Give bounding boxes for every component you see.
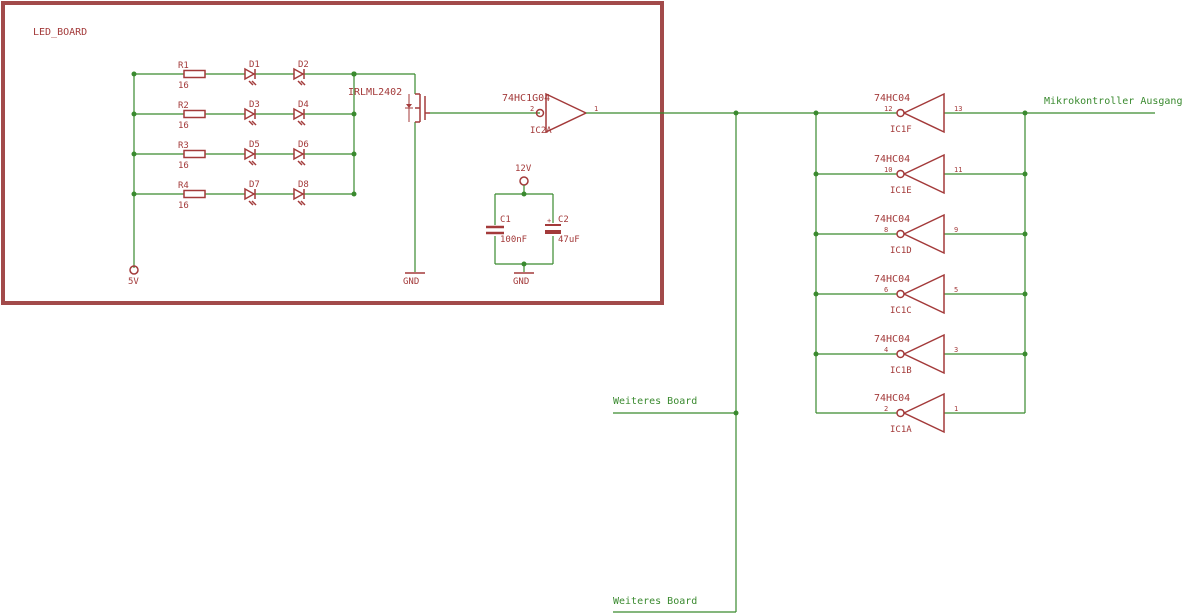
inverter-part: 74HC04 (874, 214, 910, 225)
diode-label: D8 (298, 180, 309, 190)
ic2a-pin-in: 2 (530, 105, 534, 113)
inverter-part: 74HC04 (874, 334, 910, 345)
inverter-ref: IC1A (890, 425, 912, 435)
svg-text:+: + (547, 217, 551, 225)
diode-label: D7 (249, 180, 260, 190)
inverter-pin-out: 1 (954, 405, 958, 413)
inverter-ic2a: 74HC1G04 IC2A 2 1 (502, 92, 598, 136)
inverter-pin-in: 8 (884, 226, 888, 234)
resistor-name: R3 (178, 141, 189, 151)
resistor-name: R1 (178, 61, 189, 71)
resistor-name: R2 (178, 101, 189, 111)
inverter-pin-in: 6 (884, 286, 888, 294)
diode-label: D4 (298, 100, 309, 110)
led-row: R1 16 D1 D2 (131, 60, 357, 91)
resistor-value: 16 (178, 81, 189, 91)
c1-value: 100nF (500, 235, 527, 245)
resistor-value: 16 (178, 201, 189, 211)
inverter-ref: IC1C (890, 306, 912, 316)
ic2a-pin-out: 1 (594, 105, 598, 113)
inverter-part: 74HC04 (874, 393, 910, 404)
main-bus: Mikrokontroller Ausgang Weiteres Board W… (586, 96, 1182, 613)
inverter-ref: IC1F (890, 125, 912, 135)
gnd-mosfet: GND (403, 272, 425, 287)
led-diode: D7 (244, 180, 260, 206)
diode-label: D6 (298, 140, 309, 150)
capacitor-c1: C1 100nF (486, 215, 527, 245)
inverter-ref: IC1E (890, 186, 912, 196)
led-diode: D8 (293, 180, 309, 206)
gnd-mosfet-label: GND (403, 277, 419, 287)
led-diode: D4 (293, 100, 309, 126)
inverter-pin-out: 11 (954, 166, 962, 174)
capacitor-block: 12V C1 100nF + C2 47uF GND (486, 164, 580, 287)
led-diode: D1 (244, 60, 260, 86)
resistor-value: 16 (178, 121, 189, 131)
led-board-frame (1, 1, 664, 305)
led-board-label: LED_BOARD (33, 27, 87, 38)
inverter-pin-out: 3 (954, 346, 958, 354)
supply-5v: 5V (128, 265, 139, 287)
led-diode: D5 (244, 140, 260, 166)
inverter-pin-out: 13 (954, 105, 962, 113)
diode-label: D2 (298, 60, 309, 70)
supply-12v-label: 12V (515, 164, 532, 174)
capacitor-c2: + C2 47uF (545, 215, 580, 245)
led-diode: D2 (293, 60, 309, 86)
ic2a-ref: IC2A (530, 126, 552, 136)
c1-name: C1 (500, 215, 511, 225)
mosfet-irlml2402: IRLML2402 (348, 73, 540, 272)
resistor: R4 16 (178, 181, 206, 211)
c2-name: C2 (558, 215, 569, 225)
supply-5v-label: 5V (128, 277, 139, 287)
net-further-board-2: Weiteres Board (613, 596, 697, 607)
inverter-part: 74HC04 (874, 154, 910, 165)
diode-label: D1 (249, 60, 260, 70)
inverter-pin-out: 9 (954, 226, 958, 234)
inverter-ref: IC1B (890, 366, 912, 376)
resistor-name: R4 (178, 181, 189, 191)
diode-label: D3 (249, 100, 260, 110)
resistor: R3 16 (178, 141, 206, 171)
resistor: R2 16 (178, 101, 206, 131)
mosfet-label: IRLML2402 (348, 87, 402, 98)
inverter-pin-in: 12 (884, 105, 892, 113)
ic2a-part: 74HC1G04 (502, 93, 550, 104)
resistor: R1 16 (178, 61, 206, 91)
c2-value: 47uF (558, 235, 580, 245)
inverter-pin-out: 5 (954, 286, 958, 294)
inverter-pin-in: 2 (884, 405, 888, 413)
inverter-part: 74HC04 (874, 274, 910, 285)
led-diode: D6 (293, 140, 309, 166)
net-mcu-output: Mikrokontroller Ausgang (1044, 96, 1182, 107)
inverter-ref: IC1D (890, 246, 912, 256)
net-further-board-1: Weiteres Board (613, 396, 697, 407)
gnd-cap-label: GND (513, 277, 529, 287)
inverter-pin-in: 4 (884, 346, 888, 354)
inverter-pin-in: 10 (884, 166, 892, 174)
diode-label: D5 (249, 140, 260, 150)
inverter-part: 74HC04 (874, 93, 910, 104)
resistor-value: 16 (178, 161, 189, 171)
led-diode: D3 (244, 100, 260, 126)
